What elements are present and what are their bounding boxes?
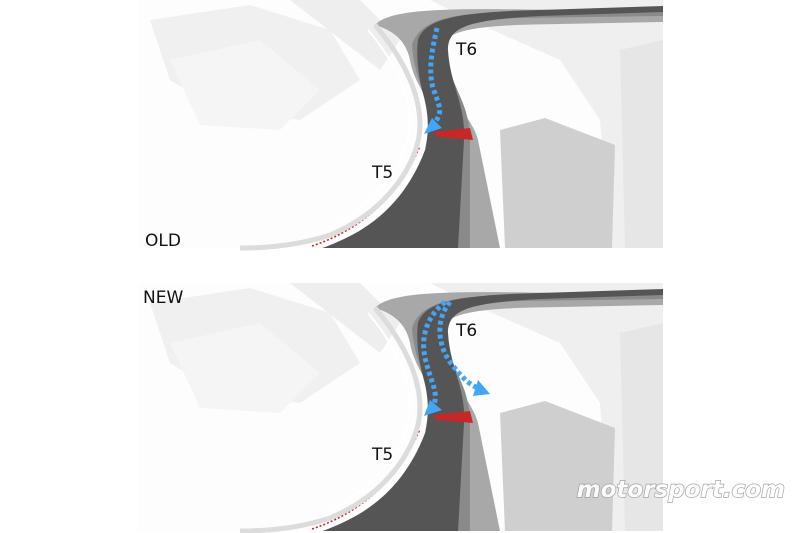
new-t5-label: T5 bbox=[371, 445, 393, 465]
old-t6-label: T6 bbox=[455, 40, 477, 60]
old-layout-panel: T6 T5 OLD bbox=[138, 0, 663, 251]
old-kerb-marker bbox=[432, 128, 473, 140]
new-layout-panel: T6 T5 NEW bbox=[138, 283, 663, 531]
new-panel-title: NEW bbox=[143, 288, 183, 308]
new-racing-line-outside-arrow bbox=[473, 380, 490, 396]
old-panel-title: OLD bbox=[145, 231, 181, 251]
new-racing-line-inside-arrow bbox=[424, 400, 442, 416]
new-racing-line-outside bbox=[437, 300, 479, 391]
new-t6-label: T6 bbox=[455, 321, 477, 341]
new-racing-line-inside bbox=[421, 300, 447, 410]
new-kerb-marker bbox=[432, 411, 473, 423]
motorsport-watermark: motorsport.com bbox=[577, 477, 785, 503]
old-t5-label: T5 bbox=[371, 163, 393, 183]
old-racing-line-arrow bbox=[424, 118, 442, 134]
